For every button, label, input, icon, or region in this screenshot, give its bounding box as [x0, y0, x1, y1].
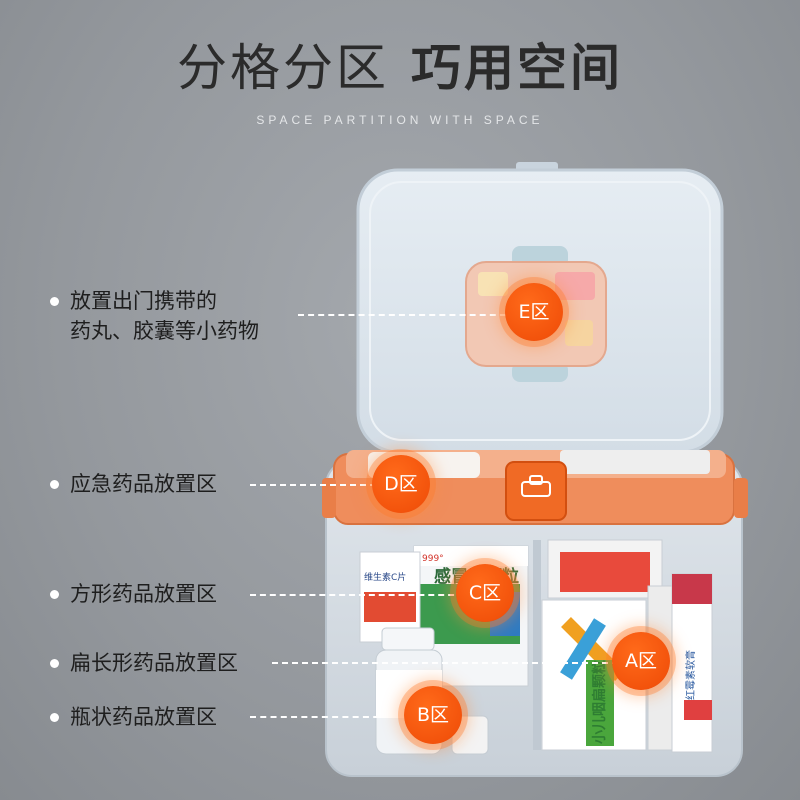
xiaoer-text: 小儿咽扁颗粒 [591, 660, 608, 744]
bullet-dot [50, 297, 59, 306]
title-light: 分格分区 [177, 39, 389, 97]
label-a: 扁长形药品放置区 [50, 648, 238, 678]
label-d: 应急药品放置区 [50, 469, 217, 499]
badge-zone-b: B区 [404, 686, 462, 744]
leader-line-b [250, 716, 410, 718]
brand-999-text: 999° [422, 554, 444, 564]
title-bold: 巧用空间 [411, 39, 623, 97]
leader-line-a [272, 662, 618, 664]
page-title: 分格分区巧用空间 [0, 38, 800, 98]
label-b: 瓶状药品放置区 [50, 702, 217, 732]
label-d-text: 应急药品放置区 [70, 472, 217, 496]
vitc-text: 维生素C片 [364, 571, 406, 583]
label-a-text: 扁长形药品放置区 [70, 651, 238, 675]
label-e-line1: 放置出门携带的 [70, 289, 217, 313]
label-e: 放置出门携带的 药丸、胶囊等小药物 [50, 286, 259, 346]
bullet-dot [50, 659, 59, 668]
label-e-line2: 药丸、胶囊等小药物 [70, 319, 259, 343]
label-b-text: 瓶状药品放置区 [70, 705, 217, 729]
page-subtitle: SPACE PARTITION WITH SPACE [256, 113, 544, 127]
leader-line-e [298, 314, 516, 316]
label-c-text: 方形药品放置区 [70, 582, 217, 606]
badge-zone-a: A区 [612, 632, 670, 690]
badge-zone-c: C区 [456, 564, 514, 622]
label-c: 方形药品放置区 [50, 579, 217, 609]
hongmei-text: 红霉素软膏 [684, 650, 697, 700]
bullet-dot [50, 713, 59, 722]
leader-line-c [250, 594, 464, 596]
bullet-dot [50, 480, 59, 489]
leader-line-d [250, 484, 376, 486]
bullet-dot [50, 590, 59, 599]
badge-zone-e: E区 [505, 283, 563, 341]
badge-zone-d: D区 [372, 455, 430, 513]
